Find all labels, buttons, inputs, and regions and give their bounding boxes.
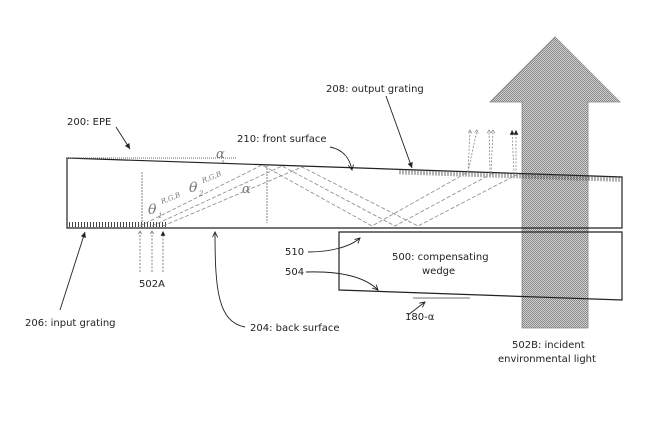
alpha-top-annotation: α xyxy=(216,147,225,162)
label-input-grating: 206: input grating xyxy=(25,318,116,329)
alpha-ray-annotation: α xyxy=(242,182,251,197)
label-front-surface: 210: front surface xyxy=(237,134,327,145)
theta2-subscript: 2 xyxy=(198,190,204,198)
compensating-wedge xyxy=(338,231,623,301)
label-wedge-line2: wedge xyxy=(422,266,455,277)
label-502a: 502A xyxy=(139,279,165,290)
label-back-surface: 204: back surface xyxy=(250,323,340,334)
incident-light-502a-rays xyxy=(140,231,166,272)
outcoupled-rays xyxy=(467,130,519,175)
label-510: 510 xyxy=(285,247,304,258)
epe-waveguide xyxy=(66,157,623,229)
rgb-label-2: R,G,B xyxy=(200,170,223,185)
label-env-light-line1: 502B: incident xyxy=(512,340,585,351)
label-504: 504 xyxy=(285,267,304,278)
input-grating xyxy=(67,222,167,228)
label-output-grating: 208: output grating xyxy=(326,84,424,95)
label-env-light-line2: environmental light xyxy=(498,354,596,365)
leader-lines xyxy=(59,95,425,328)
output-grating: /* placeholder */ xyxy=(399,169,620,182)
label-epe: 200: EPE xyxy=(67,117,111,128)
label-wedge-line1: 500: compensating xyxy=(392,252,489,263)
guided-rays xyxy=(139,164,519,227)
environmental-light-arrow xyxy=(489,36,621,329)
theta2-annotation: θ xyxy=(189,180,198,196)
theta1-annotation: θ xyxy=(148,202,157,218)
rgb-label-1: R,G,B xyxy=(159,191,182,206)
label-wedge-angle: 180-α xyxy=(405,312,435,323)
theta1-subscript: 1 xyxy=(158,212,162,220)
